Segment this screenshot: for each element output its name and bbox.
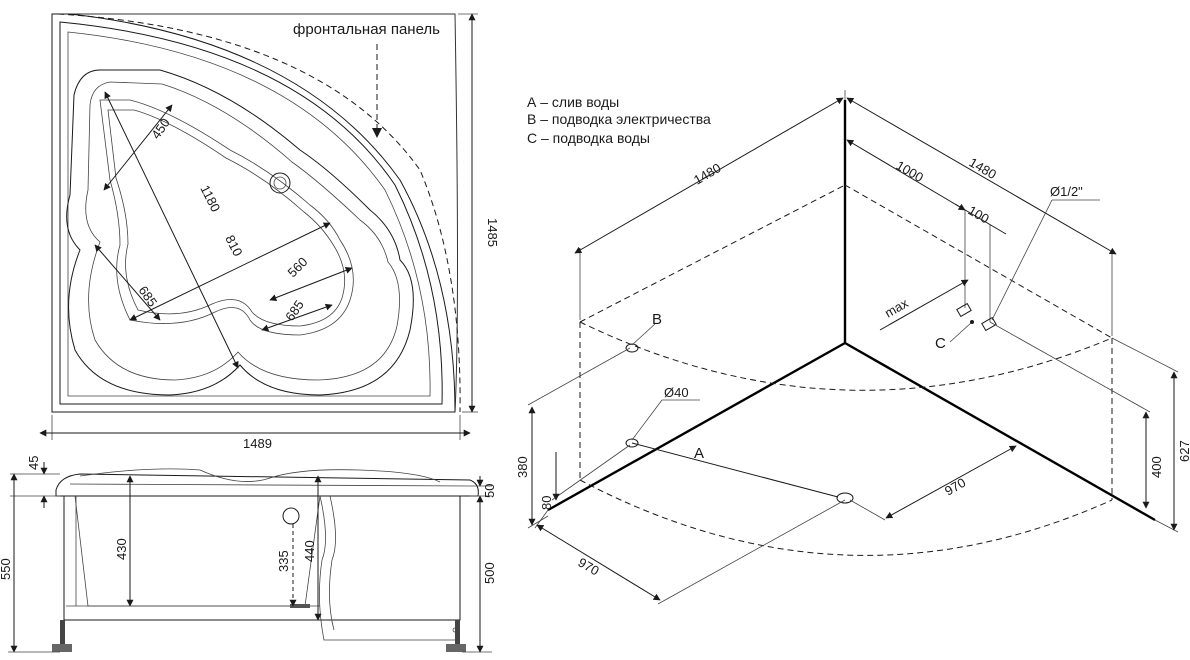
side-view: 45 550 430 335 440 50 500	[0, 456, 497, 653]
overflow	[282, 507, 300, 525]
dim-1485: 1485	[485, 218, 500, 247]
dim-500: 500	[482, 562, 497, 584]
dim-970-left: 970	[576, 555, 602, 579]
marker-b: B	[652, 311, 662, 328]
dim-380: 380	[515, 456, 530, 478]
top-view: 450 1180 810 560 685 685 фронтальная пан…	[39, 13, 500, 451]
basin-outline	[66, 69, 414, 396]
dim-810-line	[129, 222, 331, 321]
iso-view: 1480 1480 1000 100 Ø1/2" max C B Ø40	[515, 90, 1190, 605]
dim-400: 400	[1149, 456, 1164, 478]
outlet-c1	[956, 302, 972, 318]
outlet-c2	[981, 316, 997, 332]
dim-450-line	[103, 104, 173, 191]
floor-wall-left	[547, 341, 846, 512]
dim-1480-left: 1480	[691, 160, 724, 187]
marker-c: C	[935, 335, 946, 352]
tub-outline	[51, 13, 456, 413]
dim-80: 80	[539, 496, 554, 510]
dim-560-line	[269, 267, 353, 301]
drain-a	[836, 492, 854, 504]
dim-430: 430	[114, 538, 129, 560]
dim-45: 45	[26, 456, 41, 470]
dim-50: 50	[482, 484, 497, 498]
outlet-40	[625, 438, 639, 448]
dim-1480-right: 1480	[967, 155, 1000, 182]
leg-right	[446, 644, 466, 652]
dim-335: 335	[276, 550, 291, 572]
dim-550: 550	[0, 558, 13, 580]
dim-1489: 1489	[243, 436, 272, 451]
front-panel-edge	[57, 13, 461, 413]
drain-hole	[269, 172, 291, 194]
dim-440: 440	[302, 540, 317, 562]
dim-phi-half: Ø1/2"	[1050, 184, 1083, 199]
outlet-b	[625, 343, 639, 353]
dim-max: max	[882, 295, 911, 321]
dim-685a-line	[94, 244, 161, 321]
marker-a: A	[694, 445, 704, 462]
legend: А – слив воды В – подводка электричества…	[527, 94, 711, 146]
dim-phi-40: Ø40	[664, 385, 689, 400]
dim-627: 627	[1177, 440, 1190, 462]
dim-970-right: 970	[942, 475, 968, 499]
legend-a: А – слив воды	[527, 94, 619, 110]
rim	[55, 473, 479, 497]
leg-left	[52, 644, 72, 652]
legend-c: С – подводка воды	[527, 130, 650, 146]
front-panel-label: фронтальная панель	[293, 21, 440, 38]
floor-wall-right	[844, 341, 1156, 522]
dim-685b-line	[261, 303, 333, 332]
legend-b: В – подводка электричества	[527, 111, 711, 127]
dim-1000: 1000	[894, 158, 927, 185]
